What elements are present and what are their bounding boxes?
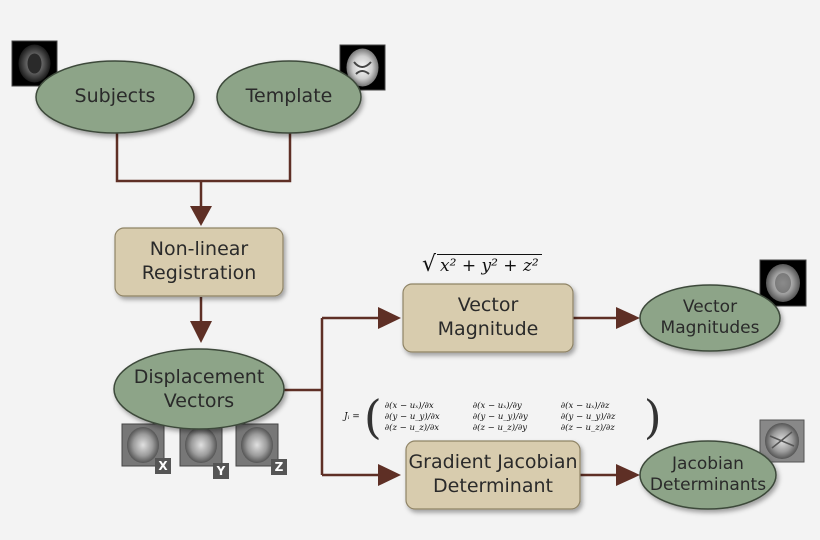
right-paren: ) (643, 390, 662, 444)
axis-tag-z: Z (271, 459, 287, 475)
connector-template-merge (201, 130, 292, 183)
template-node (216, 60, 362, 134)
vector-magnitudes-text-line1: Vector (682, 296, 738, 317)
gradient-jacobian-label: Gradient Jacobian Determinant (406, 441, 580, 509)
jacobian-cell: ∂(z − u_z)/∂y (472, 423, 528, 433)
node-shapes (35, 60, 781, 510)
vector-magnitude-box (402, 283, 574, 353)
gradient-text-line2: Determinant (433, 475, 553, 497)
jacobian-cell: ∂(x − uₓ)/∂y (472, 401, 522, 411)
arrowhead-to-vector-magnitudes (616, 307, 640, 329)
magnitude-formula: √ x² + y² + z² (422, 254, 542, 276)
registration-box (114, 227, 284, 297)
vector-magnitude-label: Vector Magnitude (403, 284, 573, 352)
arrowhead-to-jacobian-determinants (616, 464, 640, 486)
registration-text-line1: Non-linear (149, 238, 249, 261)
axis-tag-y: Y (213, 463, 229, 479)
jacobian-determinants-node (639, 440, 777, 510)
magnitude-formula-body: x² + y² + z² (437, 254, 542, 276)
jacobian-lhs: Jᵢ = (344, 412, 360, 422)
jacobian-cell: ∂(z − u_z)/∂x (384, 423, 440, 433)
connector-lines (115, 130, 618, 477)
registration-label: Non-linear Registration (115, 228, 283, 296)
jacobian-determinants-label: Jacobian Determinants (640, 447, 776, 503)
template-label: Template (217, 78, 361, 116)
jacobian-cell: ∂(y − u_y)/∂x (384, 412, 440, 422)
arrowhead-to-registration (190, 206, 212, 226)
arrowhead-to-displacement (190, 321, 212, 343)
connector-subjects-merge (115, 130, 201, 183)
registration-text-line2: Registration (141, 262, 257, 284)
displacement-vectors-node (113, 348, 285, 430)
axis-tag-x: X (155, 458, 171, 474)
subjects-node (35, 60, 195, 134)
brain-scan-z-icon (235, 423, 279, 467)
gradient-jacobian-box (405, 440, 581, 510)
arrowhead-to-gradient (378, 464, 401, 486)
brain-scan-x-icon (121, 423, 165, 467)
jacobian-dets-text-line2: Determinants (649, 475, 767, 495)
brain-scan-dark-icon (11, 40, 58, 87)
jacobian-cell: ∂(x − uₓ)/∂x (384, 401, 434, 411)
jacobian-cell: ∂(z − u_z)/∂z (560, 423, 615, 433)
subjects-text: Subjects (74, 85, 156, 108)
displacement-label: Displacement Vectors (114, 360, 284, 420)
jacobian-formula: Jᵢ = ( ∂(x − uₓ)/∂x ∂(x − uₓ)/∂y ∂(x − u… (344, 394, 662, 440)
subjects-label: Subjects (36, 78, 194, 116)
sqrt-sign: √ (422, 252, 437, 277)
left-paren: ( (363, 390, 382, 444)
brain-scan-y-icon (179, 423, 223, 467)
displacement-text-line1: Displacement (133, 366, 265, 389)
arrowhead-to-magnitude (378, 307, 401, 329)
jacobian-cell: ∂(y − u_y)/∂y (472, 412, 528, 422)
displacement-text-line2: Vectors (163, 390, 235, 412)
jacobian-cell: ∂(y − u_y)/∂z (560, 412, 616, 422)
vector-magnitudes-text-line2: Magnitudes (660, 318, 760, 338)
jacobian-cell: ∂(x − uₓ)/∂z (560, 401, 610, 411)
arrowheads (190, 206, 640, 486)
template-text: Template (245, 85, 333, 108)
vector-magnitude-text-line1: Vector (457, 294, 519, 317)
gradient-text-line1: Gradient Jacobian (408, 451, 578, 474)
jacobian-matrix: ∂(x − uₓ)/∂x ∂(x − uₓ)/∂y ∂(x − uₓ)/∂z ∂… (382, 401, 644, 433)
brain-scan-jacobian-icon (759, 419, 805, 463)
vector-magnitudes-node (639, 284, 781, 352)
vector-magnitudes-label: Vector Magnitudes (640, 290, 780, 346)
vector-magnitude-text-line2: Magnitude (437, 318, 539, 340)
jacobian-dets-text-line1: Jacobian (672, 453, 744, 474)
